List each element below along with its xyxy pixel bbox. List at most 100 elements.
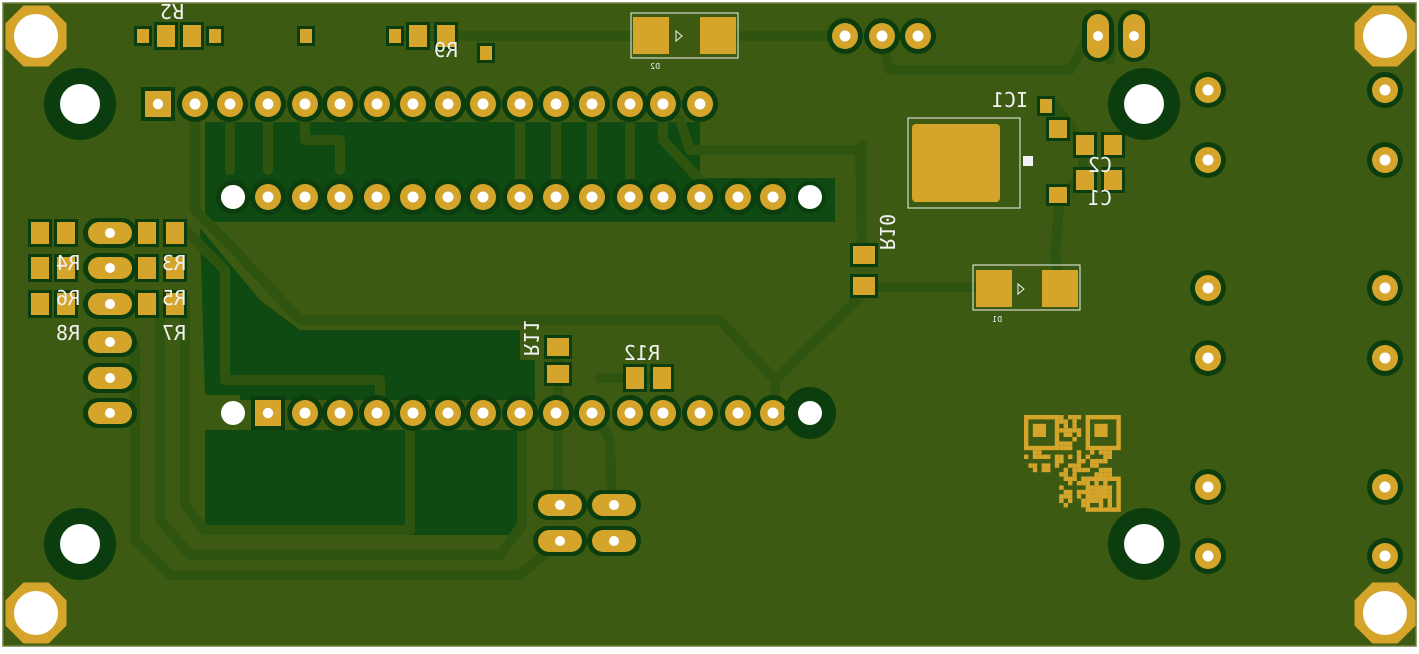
r12-pad-1 <box>626 367 644 389</box>
silkscreen: R2 R9 D2 D1 IC1 C2 C1 R10 R4 R3 R6 R5 R8… <box>56 0 1112 365</box>
header-b-pin-1-drill <box>262 191 274 203</box>
ic1-via <box>1040 99 1052 113</box>
label-r4: R4 <box>56 251 80 275</box>
header-a-pin-2-drill <box>189 98 201 110</box>
header-a-pin-16-drill <box>694 98 706 110</box>
r11-pad-1 <box>547 338 569 356</box>
rbank-oval-2-drill <box>105 263 115 273</box>
header-c-pin-1-drill <box>262 407 274 419</box>
r10-pad-2 <box>853 277 875 295</box>
label-r9: R9 <box>434 38 458 62</box>
header-b-hole-left <box>221 185 245 209</box>
header-a-pin-9-drill <box>442 98 454 110</box>
side-connector-pin-4-drill <box>1202 352 1214 364</box>
header-c-pin-2-drill <box>299 407 311 419</box>
c2-pad-2 <box>1104 135 1122 155</box>
header-a-pin-3-drill <box>224 98 236 110</box>
r9-via <box>389 29 401 43</box>
header-b-hole-right <box>798 185 822 209</box>
connector-top-pin-2-drill <box>876 30 888 42</box>
header-b-pin-12-drill <box>657 191 669 203</box>
ic1-small-pad-2 <box>1049 187 1067 203</box>
label-c2: C2 <box>1088 153 1112 177</box>
r9-pad-1 <box>409 25 427 47</box>
rbank-left-a-1 <box>31 222 49 244</box>
header-a-pin-15-drill <box>657 98 669 110</box>
header-c-pin-5-drill <box>407 407 419 419</box>
corner-hole-bl <box>14 591 58 635</box>
header-a-pin-4-drill <box>262 98 274 110</box>
header-c-pin-14-drill <box>732 407 744 419</box>
jumper-top-1-drill <box>1093 31 1103 41</box>
header-a-pin-12-drill <box>550 98 562 110</box>
c1-pad-2 <box>1104 170 1122 190</box>
connector-top-pin-1-drill <box>839 30 851 42</box>
header-c-hole-left <box>221 401 245 425</box>
d2-footprint <box>630 12 739 59</box>
qr-code <box>1024 415 1121 512</box>
label-c1: C1 <box>1088 186 1112 210</box>
header-a-pin-11-drill <box>514 98 526 110</box>
header-c-pin-6-drill <box>442 407 454 419</box>
header-c-pin-8-drill <box>514 407 526 419</box>
header-a-pin-10-drill <box>477 98 489 110</box>
rbank-right-b-1 <box>166 222 184 244</box>
header-c-hole-right <box>798 401 822 425</box>
header-a-pin-6-drill <box>334 98 346 110</box>
header-c-pin-13-drill <box>694 407 706 419</box>
label-r7: R7 <box>162 321 186 345</box>
side-connector-pin-9-drill <box>1379 282 1391 294</box>
side-connector-pin-3-drill <box>1202 282 1214 294</box>
side-connector-pin-2-drill <box>1202 154 1214 166</box>
label-r5: R5 <box>162 286 186 310</box>
header-b-pin-13-drill <box>694 191 706 203</box>
via-1 <box>300 29 312 43</box>
r2-via <box>137 29 149 43</box>
r2-via-2 <box>209 29 221 43</box>
header-a-pin-5-drill <box>299 98 311 110</box>
bottom-oval-4-drill <box>609 536 619 546</box>
rbank-left-b-2 <box>57 257 75 279</box>
via-2 <box>480 46 492 60</box>
label-r10: R10 <box>875 214 899 250</box>
side-connector-pin-10-drill <box>1379 352 1391 364</box>
side-connector-pin-5-drill <box>1202 481 1214 493</box>
label-d2: D2 <box>650 62 660 71</box>
corner-hole-tl <box>14 14 58 58</box>
mount-hole-3 <box>1124 84 1164 124</box>
d1-footprint <box>972 264 1081 311</box>
rbank-right-a-2 <box>138 257 156 279</box>
header-b-pin-7-drill <box>477 191 489 203</box>
rbank-left-a-3 <box>31 293 49 315</box>
header-b-pin-2-drill <box>299 191 311 203</box>
header-c-pin-7-drill <box>477 407 489 419</box>
bottom-oval-3-drill <box>555 536 565 546</box>
side-connector-pin-11-drill <box>1379 481 1391 493</box>
header-c-pin-10-drill <box>586 407 598 419</box>
label-r12: R12 <box>624 341 660 365</box>
header-a-pin-1-drill <box>152 98 164 110</box>
r10-pad-1 <box>853 246 875 264</box>
r9-pad-2 <box>437 25 455 47</box>
label-d1: D1 <box>992 315 1002 324</box>
bottom-oval-2-drill <box>609 500 619 510</box>
rbank-right-a-3 <box>138 293 156 315</box>
rbank-left-a-2 <box>31 257 49 279</box>
header-a-pin-7-drill <box>371 98 383 110</box>
c2-pad-1 <box>1076 135 1094 155</box>
label-r11: R11 <box>519 320 543 356</box>
side-connector-pin-12-drill <box>1379 550 1391 562</box>
corner-hole-tr <box>1363 14 1407 58</box>
label-r2: R2 <box>160 0 184 23</box>
bottom-oval-1-drill <box>555 500 565 510</box>
r12-pad-2 <box>653 367 671 389</box>
rbank-right-b-2 <box>166 257 184 279</box>
mount-hole-4 <box>1124 524 1164 564</box>
mount-hole-1 <box>60 84 100 124</box>
lower-oval-2-drill <box>105 373 115 383</box>
header-b-pin-3-drill <box>334 191 346 203</box>
header-c-pin-15-drill <box>767 407 779 419</box>
ic1-footprint <box>907 117 1033 209</box>
